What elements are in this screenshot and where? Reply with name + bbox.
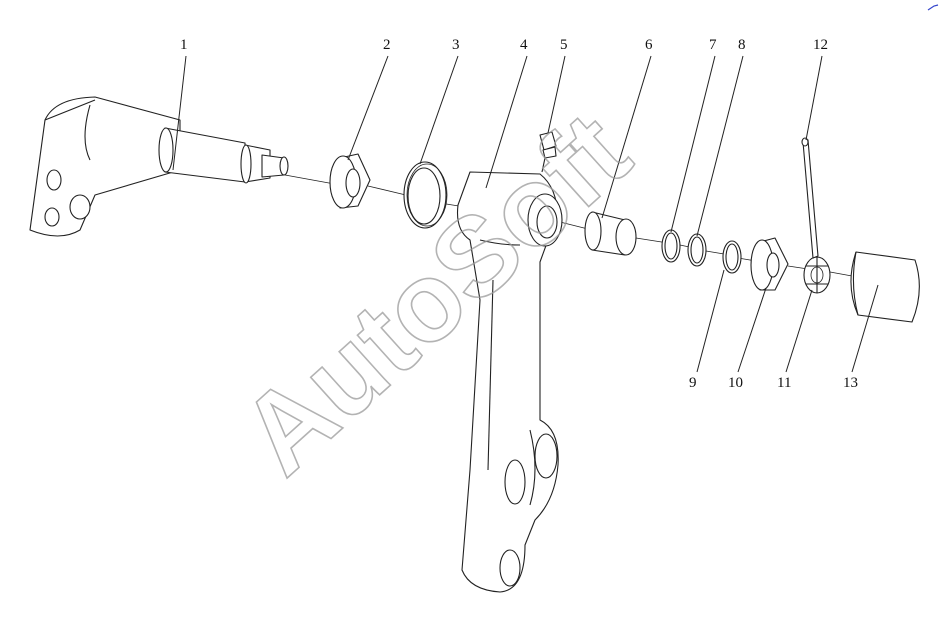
callout-10: 10 [728,375,743,391]
part-4-swing-arm [456,171,563,593]
part-2-oil-seal [329,153,371,209]
part-3-bearing-ring [403,161,448,229]
part-5-grease-nipple [539,131,557,173]
part-7-ring [661,229,681,263]
callout-12: 12 [813,37,828,53]
part-11-castle-nut [803,256,831,294]
part-8-ring [687,233,707,267]
assembly-axis [284,174,853,277]
callout-11: 11 [777,375,791,391]
callout-13: 13 [843,375,858,391]
part-6-bushing [584,211,637,256]
part-9-ring [722,240,742,274]
callout-4: 4 [520,37,528,53]
part-1-bracket-shaft [29,96,289,237]
callout-7: 7 [709,37,717,53]
part-13-cap [850,251,920,323]
callout-9: 9 [689,375,697,391]
corner-mark-icon [927,4,939,11]
callout-3: 3 [452,37,460,53]
part-12-cotter-pin [801,137,819,259]
callout-1: 1 [180,37,188,53]
watermark-text: AutoSoft [217,89,652,498]
callout-leaders [172,55,879,373]
part-10-washer [750,237,789,291]
callout-8: 8 [738,37,746,53]
callout-5: 5 [560,37,568,53]
callout-6: 6 [645,37,653,53]
callout-2: 2 [383,37,391,53]
